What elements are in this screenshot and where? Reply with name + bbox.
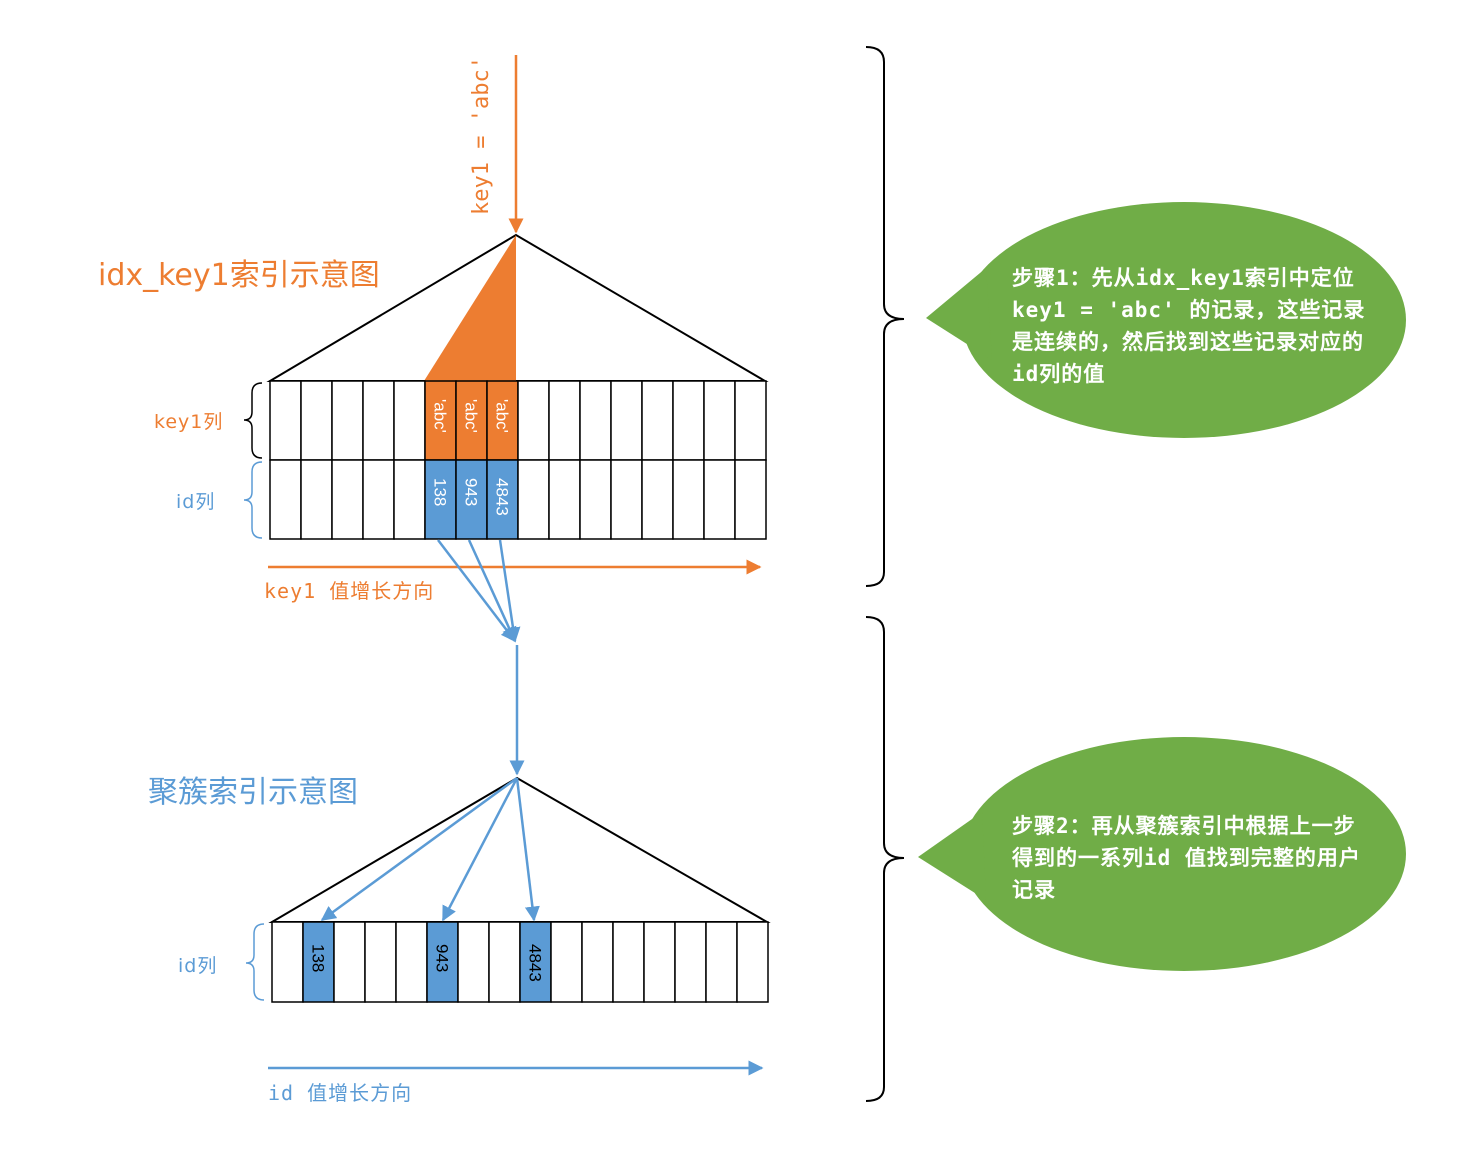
key1-cell (455, 380, 488, 461)
id-cell (641, 459, 674, 540)
key1-cell (734, 380, 767, 461)
clustered-id-row-label: id列 (178, 955, 217, 977)
id-cell (672, 459, 705, 540)
id-row-brace (243, 461, 263, 539)
clustered-id-cell (395, 921, 428, 1003)
secondary-index-grid: 'abc' 138 'abc' 943 'abc' 4843 (269, 380, 767, 540)
key1-row-brace (243, 382, 263, 459)
id-row-label: id列 (176, 491, 215, 513)
clustered-id-cell (364, 921, 397, 1003)
clustered-id-cell (519, 921, 552, 1003)
key1-cell-value: 'abc' (431, 399, 450, 433)
clustered-id-cell-value: 4843 (526, 944, 545, 982)
key1-cell (703, 380, 736, 461)
clustered-id-cell (581, 921, 614, 1003)
id-cell (300, 459, 333, 540)
query-label: key1 = 'abc' (469, 56, 494, 215)
fanout-arrow-138 (320, 776, 518, 922)
step1-brace (865, 46, 905, 587)
key1-cell (393, 380, 426, 461)
clustered-id-cell-value: 138 (309, 944, 328, 972)
id-cell (734, 459, 767, 540)
fanout-arrow-943 (441, 777, 519, 922)
clustered-id-cell-value: 943 (433, 944, 452, 972)
secondary-index-search-wedge (424, 235, 516, 381)
key1-cell (672, 380, 705, 461)
clustered-id-cell (674, 921, 707, 1003)
clustered-id-cell (333, 921, 366, 1003)
key1-cell (641, 380, 674, 461)
clustered-id-row-brace (245, 923, 265, 1001)
step2-text: 步骤2：再从聚簇索引中根据上一步得到的一系列id 值找到完整的用户记录 (1012, 814, 1361, 902)
clustered-id-cell (550, 921, 583, 1003)
id-cell (269, 459, 302, 540)
id-cell (579, 459, 612, 540)
id-cell (610, 459, 643, 540)
id-cell (548, 459, 581, 540)
key1-cell (331, 380, 364, 461)
key1-growth-label: key1 值增长方向 (264, 579, 434, 603)
clustered-id-cell (643, 921, 676, 1003)
id-cell-value: 4843 (493, 478, 512, 516)
step2-brace (865, 616, 905, 1102)
converge-arrow-943 (467, 539, 517, 643)
id-growth-label: id 值增长方向 (268, 1081, 412, 1105)
clustered-id-cell (271, 921, 304, 1003)
clustered-index-title: 聚簇索引示意图 (148, 775, 358, 810)
id-cell (517, 459, 550, 540)
key1-cell (517, 380, 550, 461)
id-cell (703, 459, 736, 540)
id-cell (393, 459, 426, 540)
key1-cell (610, 380, 643, 461)
key1-cell (579, 380, 612, 461)
key1-cell-value: 'abc' (493, 399, 512, 433)
converge-arrow-4843 (498, 539, 521, 643)
step1-text: 步骤1：先从idx_key1索引中定位 key1 = 'abc' 的记录，这些记… (1012, 266, 1369, 386)
key1-cell (300, 380, 333, 461)
id-cell-value: 943 (462, 478, 481, 506)
clustered-id-cell (705, 921, 738, 1003)
converge-arrow-138 (437, 539, 516, 643)
clustered-id-cell (612, 921, 645, 1003)
clustered-id-cell (488, 921, 521, 1003)
step1-bubble (926, 202, 1406, 438)
key1-cell (548, 380, 581, 461)
fanout-arrow-4843 (515, 777, 540, 922)
secondary-index-title: idx_key1索引示意图 (98, 258, 380, 293)
key1-cell-value: 'abc' (462, 399, 481, 433)
secondary-index-tree (266, 233, 769, 382)
key1-cell (269, 380, 302, 461)
clustered-index-grid: 138 943 4843 (271, 921, 769, 1003)
id-cell (331, 459, 364, 540)
clustered-id-cell (457, 921, 490, 1003)
step2-bubble (918, 737, 1406, 971)
id-cell (362, 459, 395, 540)
id-cell-value: 138 (431, 478, 450, 506)
key1-cell (362, 380, 395, 461)
key1-row-label: key1列 (154, 411, 223, 433)
clustered-id-cell (736, 921, 769, 1003)
